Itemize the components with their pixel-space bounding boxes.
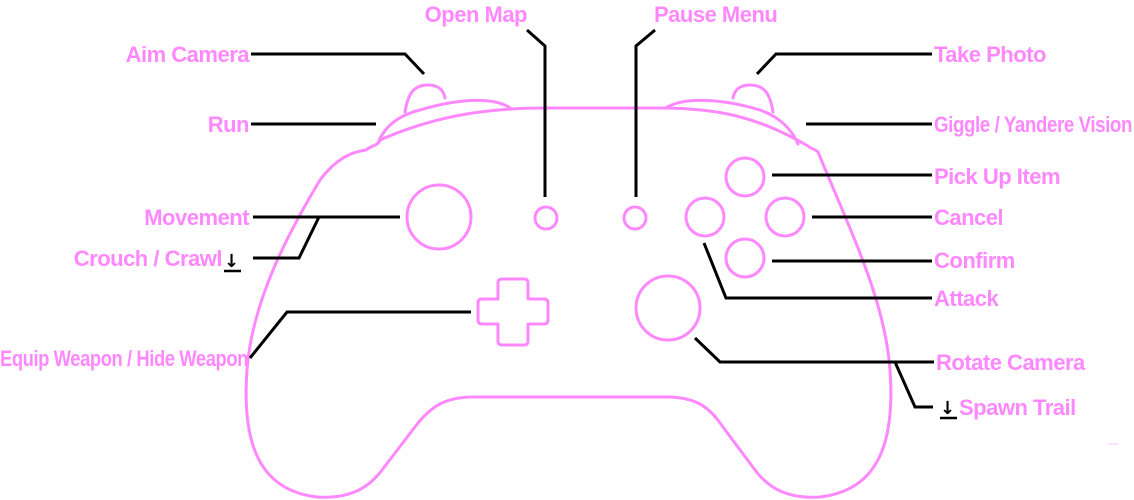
leader-spawn-trail	[893, 361, 933, 409]
left-stick[interactable]	[405, 183, 473, 251]
label-open-map: Open Map	[425, 2, 527, 27]
a-button[interactable]	[724, 237, 766, 279]
dpad[interactable]	[476, 277, 550, 347]
leader-crouch	[253, 216, 321, 260]
controller-body	[244, 83, 893, 499]
leader-lines	[248, 28, 934, 409]
leader-take-photo	[755, 52, 932, 76]
label-run: Run	[208, 112, 249, 137]
label-movement: Movement	[144, 205, 250, 230]
b-button[interactable]	[764, 196, 806, 238]
left-trigger-outline	[403, 83, 447, 114]
hold-icon: ↓	[940, 398, 955, 419]
label-pause-menu: Pause Menu	[654, 2, 777, 27]
label-attack: Attack	[934, 286, 1000, 311]
menu-button[interactable]	[622, 205, 648, 231]
label-confirm: Confirm	[934, 248, 1015, 273]
label-giggle: Giggle / Yandere Vision	[934, 112, 1132, 137]
left-bumper-outline	[376, 98, 512, 145]
right-bumper-outline	[664, 98, 800, 146]
label-rotate-camera: Rotate Camera	[936, 350, 1086, 375]
leader-open-map	[526, 28, 547, 197]
x-button[interactable]	[684, 196, 726, 238]
label-aim-camera: Aim Camera	[126, 42, 251, 67]
leader-equip-weapon	[248, 310, 471, 359]
right-stick[interactable]	[634, 274, 702, 342]
label-equip-weapon: Equip Weapon / Hide Weapon	[0, 346, 248, 371]
label-pick-up-item: Pick Up Item	[934, 164, 1060, 189]
labels: Aim Camera Run Open Map Pause Menu Take …	[0, 2, 1133, 420]
leader-rotate-camera	[693, 336, 934, 364]
right-trigger-outline	[731, 83, 775, 114]
leader-pause-menu	[634, 28, 656, 197]
view-button[interactable]	[533, 205, 559, 231]
controller-outline	[244, 106, 893, 499]
leader-attack	[702, 242, 932, 300]
label-take-photo: Take Photo	[934, 42, 1046, 67]
hold-icon: ↓	[224, 251, 239, 272]
label-crouch: Crouch / Crawl	[74, 246, 222, 271]
y-button[interactable]	[724, 156, 766, 198]
label-cancel: Cancel	[934, 205, 1003, 230]
label-spawn-trail: Spawn Trail	[959, 395, 1076, 420]
leader-aim-camera	[251, 52, 426, 76]
